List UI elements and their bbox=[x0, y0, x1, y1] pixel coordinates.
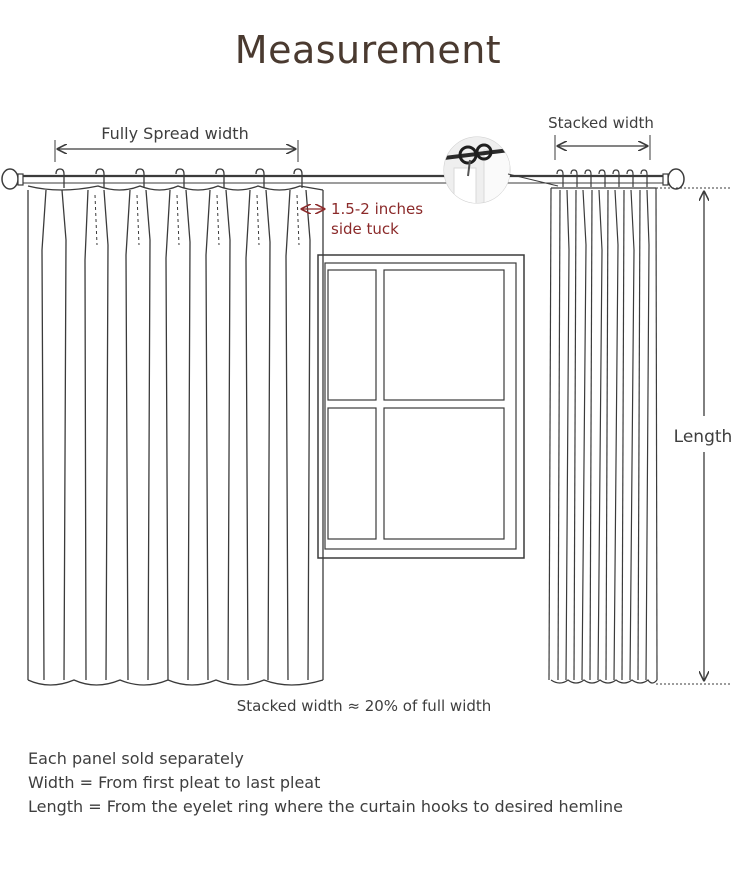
curtain-rod bbox=[1, 168, 685, 190]
stacked-width-label: Stacked width bbox=[548, 114, 654, 132]
rod-finial-left bbox=[1, 168, 19, 190]
side-tuck-label-line2: side tuck bbox=[331, 220, 399, 238]
window bbox=[317, 254, 525, 559]
length-label: Length bbox=[674, 427, 733, 447]
stacked-ratio-caption: Stacked width ≈ 20% of full width bbox=[237, 697, 492, 715]
window-pane bbox=[383, 407, 505, 540]
curtain-hooks-spread bbox=[55, 168, 303, 188]
curtain-panel-stacked bbox=[548, 187, 658, 684]
window-pane bbox=[383, 269, 505, 401]
window-inner-frame bbox=[324, 262, 517, 550]
note-sold-separately: Each panel sold separately bbox=[28, 749, 244, 768]
curtain-hooks-stacked bbox=[556, 169, 648, 187]
side-tuck-label-line1: 1.5-2 inches bbox=[331, 200, 423, 218]
length-dimension: Length bbox=[656, 187, 733, 685]
fully-spread-width-dimension: Fully Spread width bbox=[54, 124, 299, 162]
curtain-panel-spread bbox=[27, 185, 324, 686]
page-title: Measurement bbox=[234, 28, 502, 72]
window-pane bbox=[327, 407, 377, 540]
window-outer-frame bbox=[317, 254, 525, 559]
rod-finial-right bbox=[667, 168, 685, 190]
note-width-definition: Width = From first pleat to last pleat bbox=[28, 773, 321, 792]
window-pane bbox=[327, 269, 377, 401]
stacked-width-dimension: Stacked width bbox=[548, 114, 654, 160]
curtain-hook-detail-icon bbox=[443, 136, 559, 204]
note-length-definition: Length = From the eyelet ring where the … bbox=[28, 797, 623, 816]
fully-spread-width-label: Fully Spread width bbox=[101, 124, 248, 143]
side-tuck-annotation: 1.5-2 inches side tuck bbox=[302, 200, 423, 238]
